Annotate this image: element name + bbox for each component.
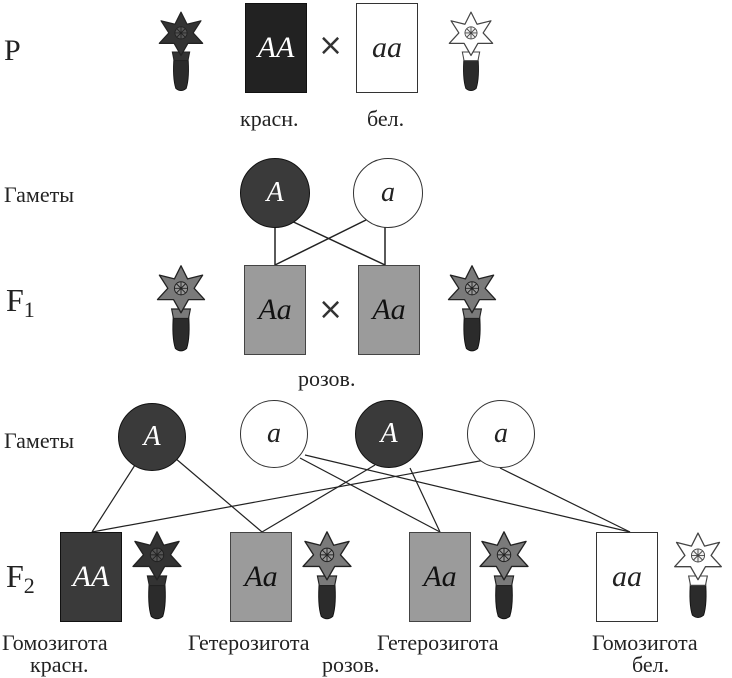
f2-type-3: Гетерозигота <box>377 630 499 655</box>
f2-genotype-1: AA <box>60 532 122 622</box>
line-gamete-a-to-f1-left <box>274 217 371 266</box>
line-g2-to-f2-4 <box>304 454 631 533</box>
line-g3-to-f2-2 <box>261 464 376 533</box>
gamete-f1-4: a <box>467 400 535 468</box>
flower-icon <box>670 528 726 624</box>
flower-icon <box>155 6 207 98</box>
f2-phenotype-4: бел. <box>632 652 670 677</box>
gamete-p-1: A <box>240 158 310 228</box>
f1-letter: F <box>6 282 24 318</box>
line-g4-to-f2-1 <box>91 459 486 533</box>
flower-icon <box>298 528 356 624</box>
gamete-f1-3: A <box>355 400 423 468</box>
f2-genotype-4: aa <box>596 532 658 622</box>
flower-icon <box>128 528 186 624</box>
line-g1-to-f2-1 <box>91 464 136 533</box>
flower-icon <box>443 262 501 356</box>
f2-type-4: Гомозигота <box>592 630 698 655</box>
f2-type-2: Гетерозигота <box>188 630 310 655</box>
f2-type-1: Гомозигота <box>2 630 108 655</box>
line-g3-to-f2-3 <box>409 467 441 533</box>
f1-phenotype: розов. <box>298 366 356 391</box>
flower-icon <box>475 528 533 624</box>
gamete-f1-2: a <box>240 400 308 468</box>
f1-subscript: 1 <box>23 297 35 322</box>
f2-genotype-2: Aa <box>230 532 292 622</box>
cross-sign-f1: × <box>318 292 344 327</box>
f2-shared-phenotype: розов. <box>322 652 380 677</box>
line-g2-to-f2-3 <box>299 457 441 533</box>
f2-subscript: 2 <box>23 573 35 598</box>
f2-genotype-3: Aa <box>409 532 471 622</box>
f2-letter: F <box>6 558 24 594</box>
line-gamete-A-to-f1-right <box>284 217 386 266</box>
f1-left-genotype: Aa <box>244 265 306 355</box>
parent-right-genotype: aa <box>356 3 418 93</box>
f1-right-genotype: Aa <box>358 265 420 355</box>
row-label-gametes-2: Гаметы <box>4 428 75 453</box>
row-label-gametes-1: Гаметы <box>4 182 75 207</box>
line-g1-to-f2-2 <box>174 457 263 533</box>
parent-left-phenotype: красн. <box>240 106 299 131</box>
flower-icon <box>445 6 497 98</box>
gamete-p-2: a <box>353 158 423 228</box>
line-g4-to-f2-4 <box>499 467 631 533</box>
parent-left-genotype: AA <box>245 3 307 93</box>
f2-phenotype-1: красн. <box>30 652 89 677</box>
flower-icon <box>152 262 210 356</box>
gamete-f1-1: A <box>118 403 186 471</box>
row-label-f2: F2 <box>6 558 35 599</box>
row-label-f1: F1 <box>6 282 35 323</box>
parent-right-phenotype: бел. <box>367 106 405 131</box>
row-label-p: P <box>4 34 21 67</box>
cross-sign-p: × <box>318 28 344 63</box>
